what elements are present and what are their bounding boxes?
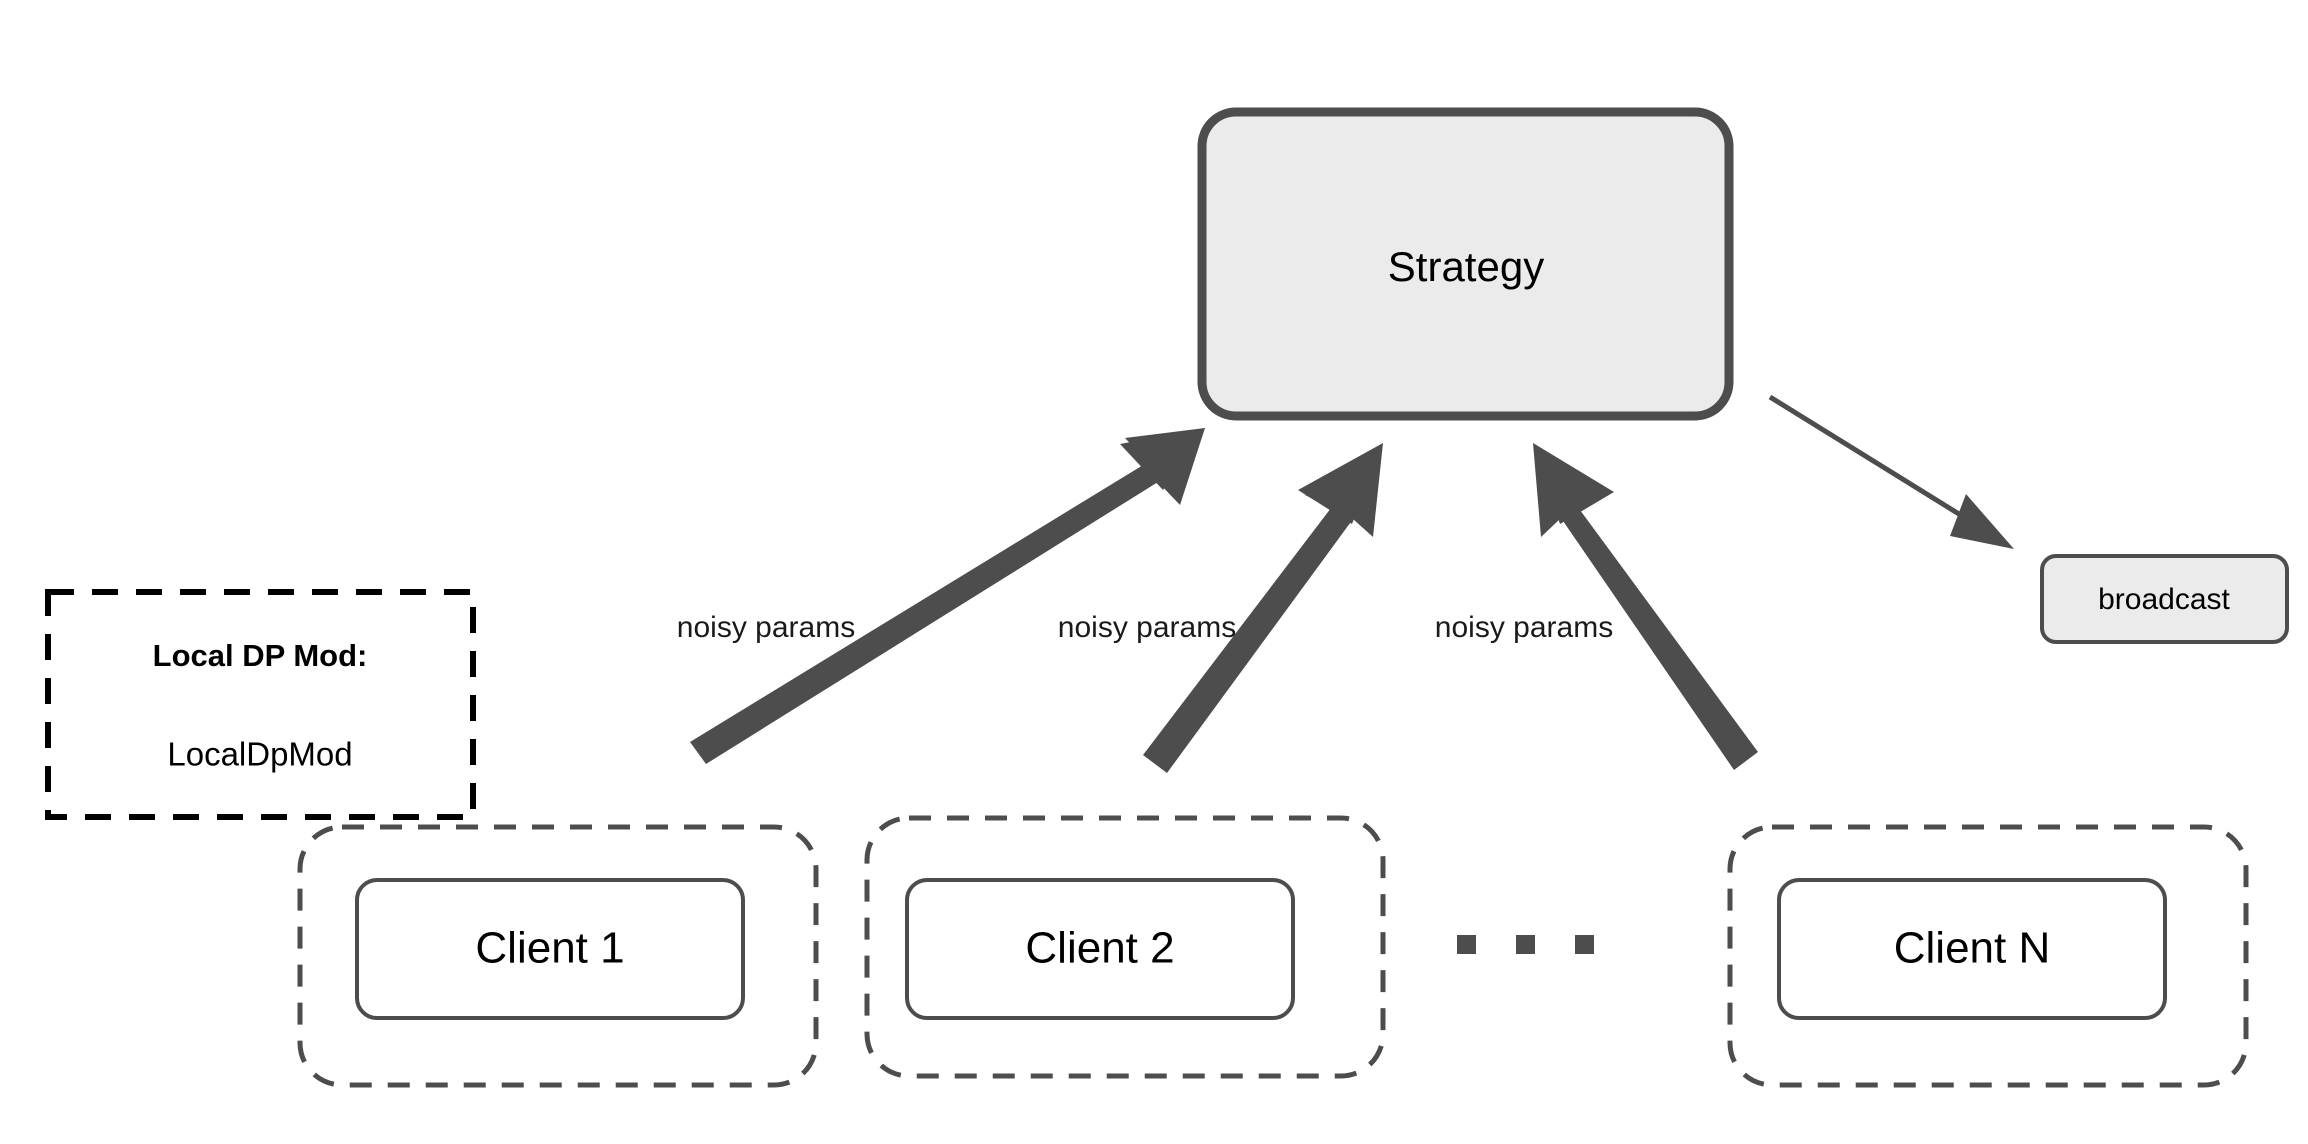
local-dp-mod-box-shape — [45, 589, 476, 820]
client-n-outer-dashed-shape — [1727, 824, 2249, 1088]
broadcast-node[interactable]: broadcast — [2040, 554, 2289, 644]
strategy-node-shape — [1197, 107, 1734, 421]
client-1-label: Client 1 — [475, 924, 624, 973]
client-group-2[interactable]: Client 2 — [864, 815, 1386, 1079]
client-1-outer-dashed-shape — [297, 824, 819, 1088]
edge-client1-to-strategy — [690, 428, 1205, 764]
broadcast-node-shape — [2040, 554, 2289, 644]
client-1-inner-shape — [355, 878, 745, 1020]
ellipsis-dot-3 — [1575, 935, 1594, 954]
local-dp-mod-box: Local DP Mod: LocalDpMod — [45, 589, 476, 820]
strategy-node[interactable]: Strategy — [1197, 107, 1734, 421]
client-2-inner-shape — [905, 878, 1295, 1020]
strategy-label: Strategy — [1388, 243, 1544, 290]
local-dp-mod-value: LocalDpMod — [167, 736, 352, 773]
edge-clientN-to-strategy — [1533, 443, 1758, 770]
client-group-1[interactable]: Client 1 — [297, 824, 819, 1088]
client-2-outer-dashed-shape — [864, 815, 1386, 1079]
broadcast-label: broadcast — [2098, 583, 2230, 616]
local-dp-mod-title: Local DP Mod: — [153, 638, 368, 673]
edge-client2-to-strategy — [1143, 443, 1383, 773]
client-n-label: Client N — [1894, 924, 2051, 973]
edge-strategy-to-broadcast — [1768, 394, 2014, 549]
client-group-n[interactable]: Client N — [1727, 824, 2249, 1088]
edge-label-noisy-params-3: noisy params — [1435, 611, 1613, 644]
ellipsis-dot-2 — [1516, 935, 1535, 954]
ellipsis-dot-1 — [1457, 935, 1476, 954]
client-n-inner-shape — [1777, 878, 2167, 1020]
edge-label-noisy-params-2: noisy params — [1058, 611, 1236, 644]
client-2-label: Client 2 — [1025, 924, 1174, 973]
ellipsis-indicator — [1457, 935, 1594, 954]
edge-label-noisy-params-1: noisy params — [677, 611, 855, 644]
